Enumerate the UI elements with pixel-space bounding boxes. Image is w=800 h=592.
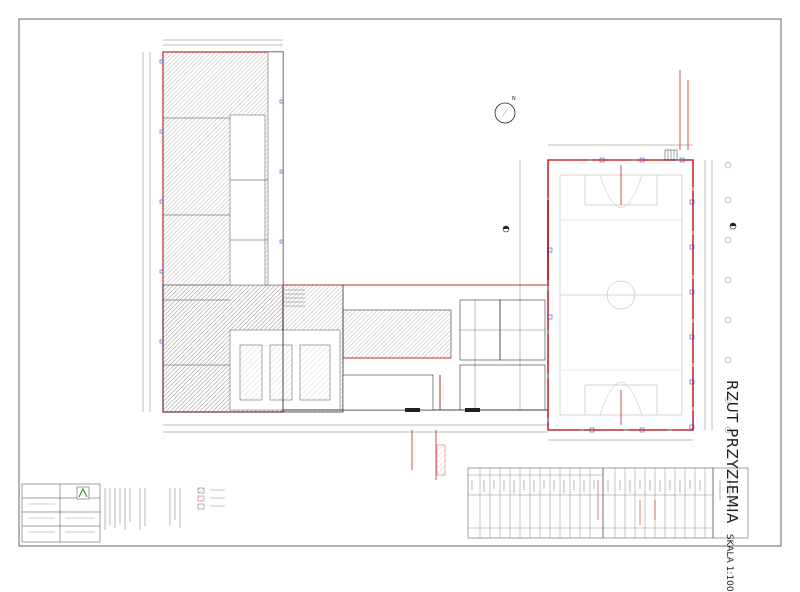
title-block: [21, 483, 101, 543]
drawing-title-text: RZUT PRZYZIEMIA: [723, 380, 741, 524]
west-wing: [162, 51, 344, 413]
north-arrow-icon: N: [494, 96, 516, 124]
section-mark-icon: [502, 222, 737, 233]
sheet-border: [18, 18, 782, 547]
drawing-scale: SKALA 1:100: [724, 533, 734, 592]
legend-block: [197, 487, 225, 510]
notes-block: [104, 488, 181, 530]
sports-hall: [547, 149, 694, 431]
axis-bubbles: [724, 161, 732, 434]
svg-text:N: N: [512, 96, 516, 102]
dimension-lines: [142, 39, 713, 441]
drawing-title: RZUT PRZYZIEMIA SKALA 1:100: [723, 380, 742, 592]
room-schedule-table: [467, 467, 749, 539]
column-grid: [159, 59, 695, 433]
drawing-sheet: N: [18, 18, 782, 592]
central-connector: [282, 284, 549, 412]
red-annotations: [411, 70, 689, 480]
floor-plan-svg: N: [18, 18, 782, 547]
